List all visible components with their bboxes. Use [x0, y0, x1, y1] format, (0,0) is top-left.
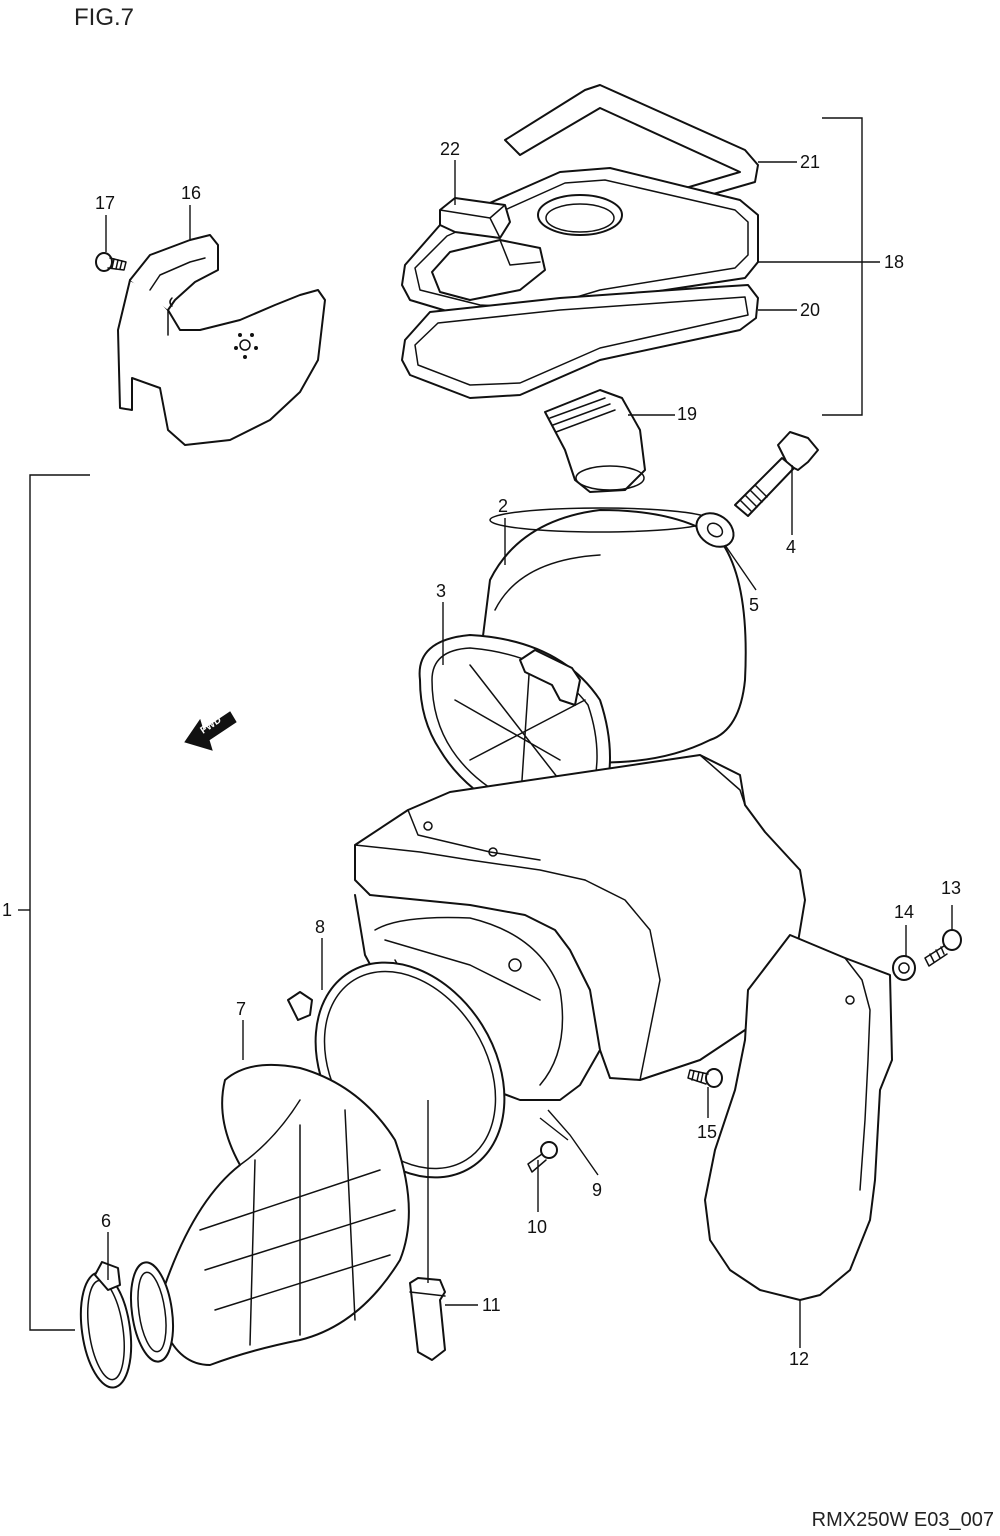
callout-8: 8	[315, 917, 325, 937]
callout-17: 17	[95, 193, 115, 213]
bracket-part-16	[117, 234, 326, 446]
callout-9: 9	[592, 1180, 602, 1200]
callout-7: 7	[236, 999, 246, 1019]
drain-plug-part-11	[409, 1277, 446, 1361]
figure-title: FIG.7	[74, 4, 135, 31]
hose-clamp-part-6	[79, 1261, 133, 1389]
air-cleaner-case-part-1	[354, 754, 806, 1101]
leader-lines	[105, 160, 953, 1348]
callout-11: 11	[482, 1295, 501, 1315]
callout-4: 4	[786, 537, 796, 557]
callout-21: 21	[800, 152, 820, 172]
bolt-part-13	[924, 929, 962, 967]
callout-12: 12	[789, 1349, 809, 1369]
gasket-part-20	[401, 284, 759, 399]
callout-13: 13	[941, 878, 961, 898]
callout-16: 16	[181, 183, 201, 203]
callout-19: 19	[677, 404, 697, 424]
callout-2: 2	[498, 496, 508, 516]
washer-part-5	[695, 512, 735, 548]
callout-5: 5	[749, 595, 759, 615]
group-bracket-1	[18, 474, 90, 1331]
callout-labels: 1 2 3 4 5 6 7 8 9 10 11 12 13 14 15 16 1…	[2, 139, 961, 1369]
fwd-arrow-icon: FWD	[184, 711, 237, 751]
drawing-code: RMX250W E03_007	[811, 1509, 994, 1531]
washer-part-14	[892, 955, 916, 981]
callout-1: 1	[2, 900, 12, 920]
callout-15: 15	[697, 1122, 717, 1142]
boot-part-19	[544, 389, 646, 493]
callout-20: 20	[800, 300, 820, 320]
screw-part-10	[527, 1141, 558, 1173]
callout-18: 18	[884, 252, 904, 272]
callout-10: 10	[527, 1217, 547, 1237]
callout-14: 14	[894, 902, 914, 922]
callout-3: 3	[436, 581, 446, 601]
group-bracket-18	[758, 117, 880, 416]
callout-22: 22	[440, 139, 460, 159]
intake-boot-part-7	[130, 1063, 410, 1366]
wing-bolt-part-4	[734, 431, 819, 517]
callout-6: 6	[101, 1211, 111, 1231]
screw-part-17	[95, 252, 127, 272]
screw-part-15	[687, 1068, 723, 1088]
pad-part-22	[439, 197, 511, 239]
